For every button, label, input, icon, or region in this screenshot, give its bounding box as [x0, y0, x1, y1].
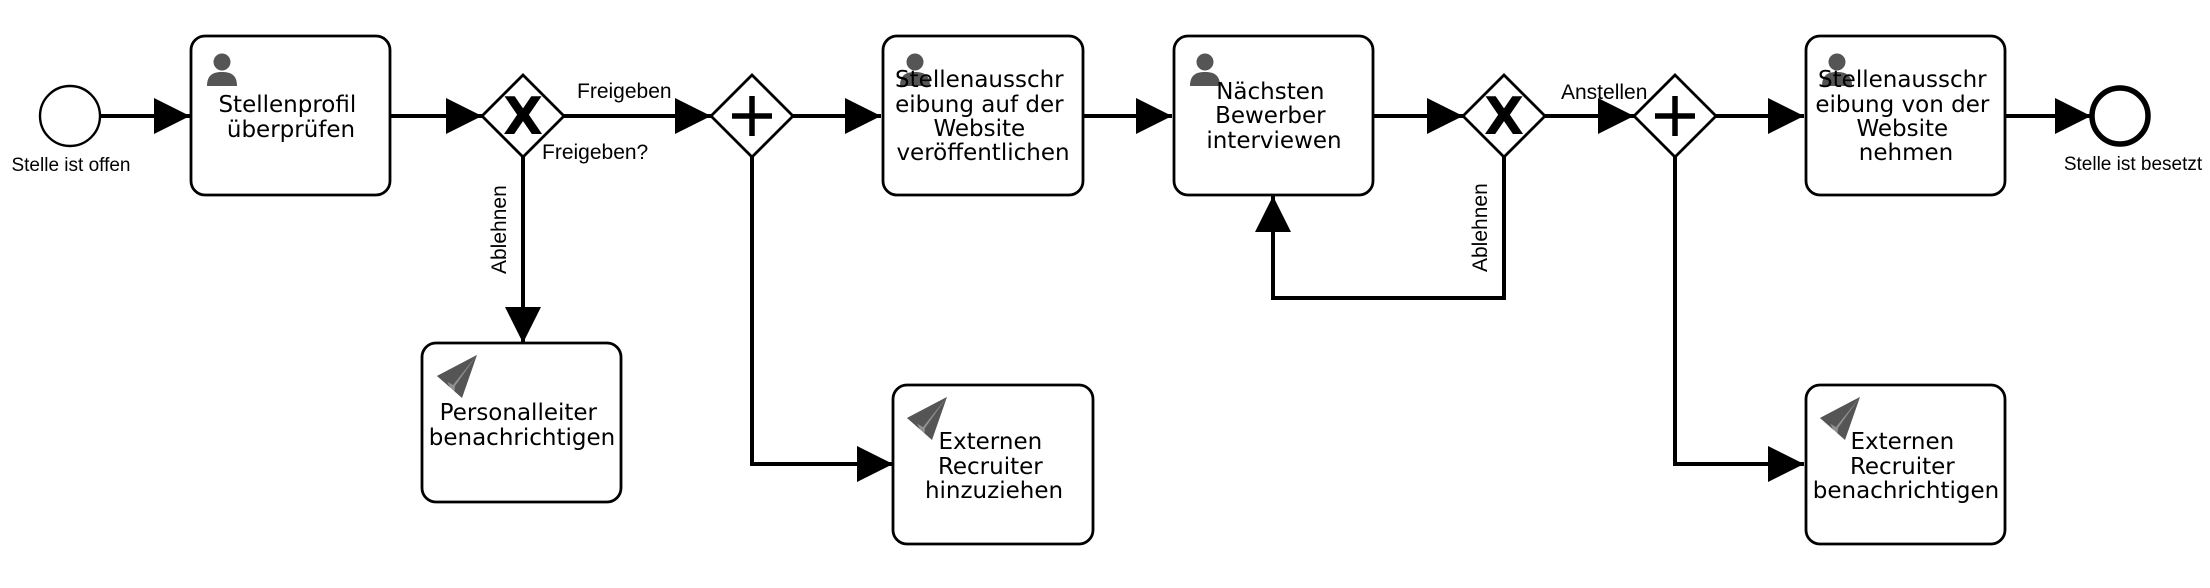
parallel-gateway-plus-icon: [1655, 96, 1695, 136]
flow-label-ablehnen-2: Ablehnen: [1469, 183, 1492, 272]
task-box[interactable]: [189, 34, 392, 197]
task-label: Nächsten Bewerber interviewen: [1206, 79, 1341, 154]
task-label: Externen Recruiter hinzuziehen: [925, 429, 1063, 504]
start-event-circle[interactable]: [38, 84, 102, 148]
task-externen-recruiter-hinzuziehen[interactable]: Externen Recruiter hinzuziehen: [891, 383, 1095, 546]
end-event[interactable]: Stelle ist besetzt: [2064, 85, 2203, 175]
flow-label-freigeben: Freigeben: [577, 80, 672, 103]
flow-gateway4-to-task7[interactable]: [1673, 157, 1804, 482]
task-personalleiter-benachrichtigen[interactable]: Personalleiter benachrichtigen: [420, 341, 623, 504]
task-label: Stellenprofil überprüfen: [218, 92, 363, 143]
start-event[interactable]: Stelle ist offen: [11, 84, 131, 176]
task-stellenprofil-ueberpruefen[interactable]: Stellenprofil überprüfen: [189, 34, 392, 197]
gateway-diamond[interactable]: [1461, 73, 1547, 159]
exclusive-gateway-x-icon: X: [503, 87, 543, 147]
task-label: Stellenausschr eibung auf der Website ve…: [895, 67, 1071, 166]
task-externen-recruiter-benachrichtigen[interactable]: Externen Recruiter benachrichtigen: [1804, 383, 2007, 546]
flow-label-ablehnen-1: Ablehnen: [488, 185, 511, 274]
task-stellenausschreibung-nehmen[interactable]: Stellenausschr eibung von der Website ne…: [1804, 34, 2007, 197]
task-box[interactable]: [1804, 383, 2007, 546]
exclusive-gateway-interview[interactable]: X: [1461, 73, 1547, 159]
task-box[interactable]: [1172, 34, 1375, 197]
gateway-label: Freigeben?: [542, 141, 648, 164]
task-box[interactable]: [881, 34, 1085, 197]
sequence-flows: [101, 98, 2091, 482]
task-box[interactable]: [420, 341, 623, 504]
task-label: Personalleiter benachrichtigen: [429, 400, 615, 451]
flow-gateway3-to-task5[interactable]: [1255, 157, 1506, 300]
exclusive-gateway-freigeben[interactable]: X Freigeben?: [480, 73, 648, 164]
start-event-label: Stelle ist offen: [11, 155, 130, 176]
task-box[interactable]: [1804, 34, 2007, 197]
flow-label-anstellen: Anstellen: [1561, 81, 1647, 104]
task-naechsten-bewerber-interviewen[interactable]: Nächsten Bewerber interviewen: [1172, 34, 1375, 197]
end-event-label: Stelle ist besetzt: [2064, 154, 2203, 175]
gateway-diamond[interactable]: [480, 73, 566, 159]
task-box[interactable]: [891, 383, 1095, 546]
parallel-gateway-plus-icon: [732, 96, 772, 136]
end-event-circle[interactable]: [2089, 85, 2151, 147]
exclusive-gateway-x-icon: X: [1484, 87, 1524, 147]
parallel-gateway-2[interactable]: [1632, 73, 1718, 159]
task-label: Externen Recruiter benachrichtigen: [1813, 429, 1999, 504]
task-stellenausschreibung-veroeffentlichen[interactable]: Stellenausschr eibung auf der Website ve…: [881, 34, 1085, 197]
task-label: Stellenausschr eibung von der Website ne…: [1815, 67, 1996, 166]
parallel-gateway-1[interactable]: [709, 73, 795, 159]
flow-gateway2-to-task4[interactable]: [750, 157, 893, 482]
